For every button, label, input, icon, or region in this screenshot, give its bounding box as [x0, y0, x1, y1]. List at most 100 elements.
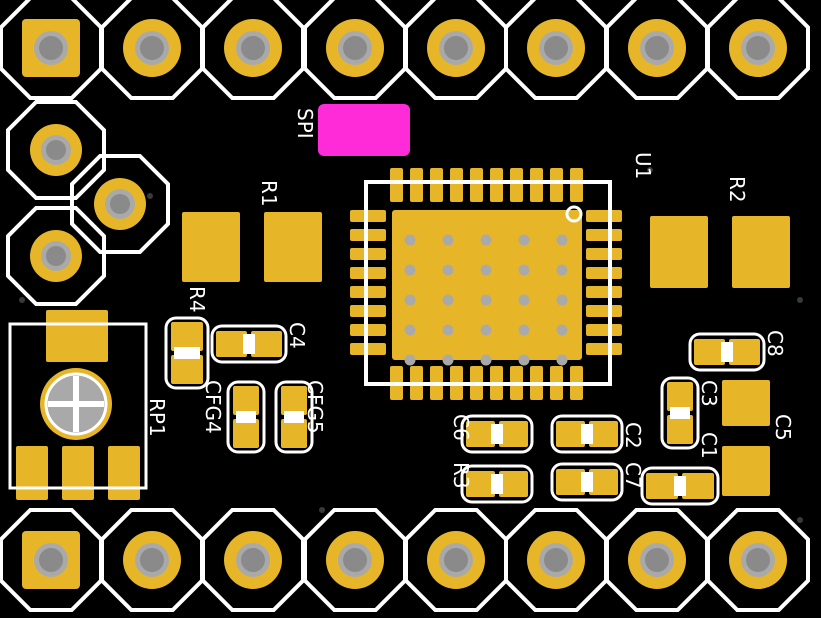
- left-pin-1-hole-inner: [46, 140, 66, 160]
- cfg5-outline: [274, 380, 314, 454]
- u1-via: [556, 234, 568, 246]
- label-r2: R2: [725, 176, 749, 203]
- label-spi: SPI: [293, 108, 317, 139]
- u1-via: [480, 264, 492, 276]
- u1-pin-right: [586, 267, 622, 279]
- top-pin-3-outline: [201, 0, 305, 100]
- bottom-pin-7-hole-inner: [645, 548, 669, 572]
- u1-via: [556, 324, 568, 336]
- rp1-pad-1: [16, 446, 48, 500]
- c3-pad-b: [667, 415, 693, 444]
- bottom-pin-3-outline: [201, 508, 305, 612]
- c1-pad-a: [646, 473, 678, 499]
- label-cfg4: CFG4: [201, 380, 225, 434]
- r1-pad-a: [182, 212, 240, 282]
- c7-outline: [550, 462, 624, 502]
- u1-pin-right: [586, 305, 622, 317]
- u1-pin-top: [430, 168, 443, 202]
- r2-pad-a: [650, 216, 708, 288]
- r1-pad-b: [264, 212, 322, 282]
- bottom-pin-7-outline: [605, 508, 709, 612]
- c3-body: [670, 407, 690, 419]
- top-pin-6-outline: [504, 0, 608, 100]
- bottom-pin-6-outline: [504, 508, 608, 612]
- r2-pad-b: [732, 216, 790, 288]
- u1-via: [404, 294, 416, 306]
- c4-pad-b: [251, 331, 282, 357]
- top-pin-header: [0, 0, 810, 100]
- u1-via: [404, 354, 416, 366]
- u1-pin-top: [410, 168, 423, 202]
- c7-body: [581, 472, 593, 492]
- c5-pad-a: [722, 380, 770, 426]
- r4-body: [174, 347, 200, 359]
- bottom-pin-8-outline: [706, 508, 810, 612]
- c6-outline: [460, 414, 534, 454]
- u1-pin-top: [490, 168, 503, 202]
- c1-body: [674, 476, 686, 496]
- bottom-pin-2-hole-inner: [140, 548, 164, 572]
- bottom-pin-5-outline: [404, 508, 508, 612]
- r3-outline: [460, 464, 534, 504]
- cfg4-body: [236, 411, 256, 423]
- silkscreen: [8, 180, 612, 490]
- top-pin-7-outline: [605, 0, 709, 100]
- rp1-outline: [8, 322, 148, 490]
- cfg5-body: [284, 411, 304, 423]
- bottom-pin-4-hole-inner: [343, 548, 367, 572]
- top-pin-7-hole-inner: [645, 36, 669, 60]
- top-pin-6-hole-inner: [544, 36, 568, 60]
- c2-pad-b: [589, 421, 618, 447]
- r3-pad-a: [466, 471, 495, 497]
- bottom-pin-header: [0, 508, 810, 612]
- rp1-pad-2: [62, 446, 94, 500]
- c6-body: [491, 424, 503, 444]
- label-u1: U1: [631, 152, 655, 179]
- u1-via: [442, 234, 454, 246]
- left-pin-2-outline: [70, 154, 170, 254]
- u1-via: [518, 294, 530, 306]
- cfg4-pad-a: [233, 386, 259, 415]
- u1-via: [404, 234, 416, 246]
- c6-pad-b: [499, 421, 528, 447]
- c7-pad-b: [589, 469, 618, 495]
- spi-jumper-pad: [318, 104, 410, 156]
- via: [797, 297, 803, 303]
- bottom-pin-3-hole-inner: [241, 548, 265, 572]
- u1-pin-right: [586, 343, 622, 355]
- top-pin-4-outline: [303, 0, 407, 100]
- u1-via: [556, 354, 568, 366]
- left-pin-1-outline: [6, 100, 106, 200]
- u1-via: [518, 354, 530, 366]
- top-pin-2-hole-inner: [140, 36, 164, 60]
- components: [16, 104, 803, 523]
- top-pin-8-outline: [706, 0, 810, 100]
- top-pin-4-hole-inner: [343, 36, 367, 60]
- top-pin-3-hole-inner: [241, 36, 265, 60]
- c5-pad-b: [722, 446, 770, 496]
- u1-pin-right: [586, 286, 622, 298]
- via: [19, 297, 25, 303]
- u1-via: [518, 324, 530, 336]
- bottom-pin-6-hole-inner: [544, 548, 568, 572]
- via: [797, 517, 803, 523]
- label-c3: C3: [697, 380, 721, 407]
- u1-pin-top: [550, 168, 563, 202]
- u1-via: [404, 324, 416, 336]
- top-pin-8-hole-inner: [746, 36, 770, 60]
- cfg4-outline: [226, 380, 266, 454]
- bottom-pin-2-outline: [100, 508, 204, 612]
- c2-pad-a: [556, 421, 585, 447]
- c4-pad-a: [216, 331, 247, 357]
- c3-outline: [660, 376, 700, 450]
- rp1-knob-slot-h: [48, 401, 104, 407]
- u1-pin-top: [470, 168, 483, 202]
- cfg4-pad-b: [233, 419, 259, 448]
- u1-pin-top: [530, 168, 543, 202]
- r4-pad-a: [171, 322, 203, 351]
- label-c8: C8: [763, 330, 787, 357]
- top-pin-1-hole-inner: [39, 36, 63, 60]
- c1-pad-b: [682, 473, 714, 499]
- via: [319, 507, 325, 513]
- bottom-pin-1-outline: [0, 508, 103, 612]
